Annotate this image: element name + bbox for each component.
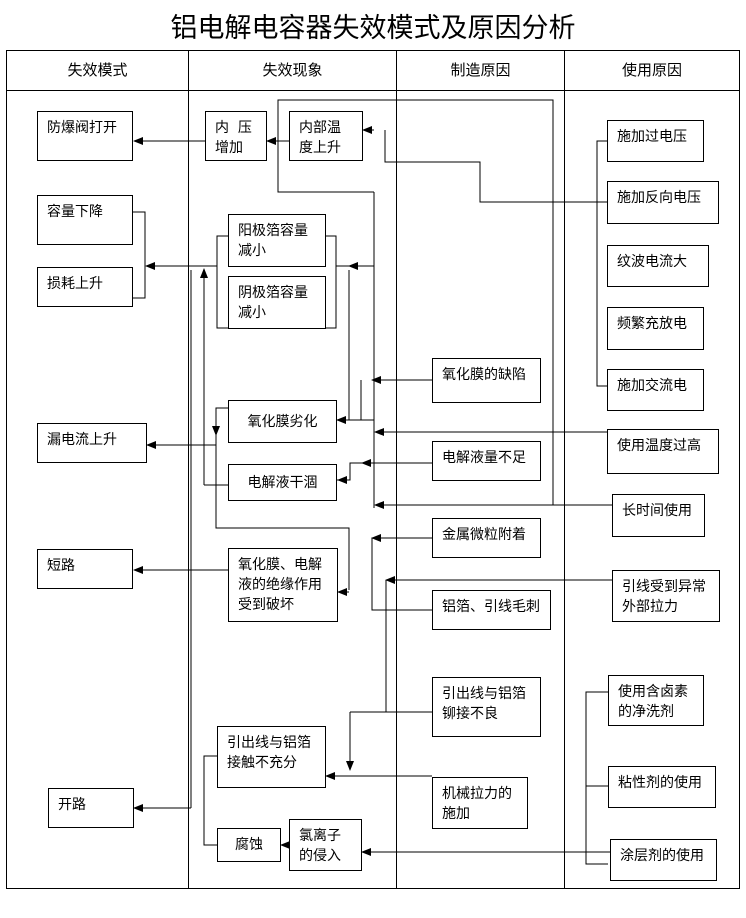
phenomenon-lead-contact: 引出线与铝箔 接触不充分 <box>217 726 326 788</box>
phenomenon-insulation-break: 氧化膜、电解 液的绝缘作用 受到破坏 <box>228 548 338 622</box>
usage-adhesive: 粘性剂的使用 <box>608 766 716 808</box>
header-manufacturing-cause: 制造原因 <box>450 61 511 79</box>
phenomenon-internal-pressure: 内 压 增加 <box>205 111 267 161</box>
mode-open-circuit: 开路 <box>48 788 134 828</box>
cause-poor-riveting: 引出线与铝箔 铆接不良 <box>432 677 541 737</box>
usage-ac-voltage: 施加交流电 <box>607 369 704 411</box>
phenomenon-internal-temperature: 内部温 度上升 <box>289 111 363 161</box>
cause-mechanical-tension: 机械拉力的 施加 <box>432 777 528 829</box>
usage-ripple-current: 纹波电流大 <box>607 245 709 287</box>
mode-explosion-valve: 防爆阀打开 <box>37 111 133 161</box>
cause-foil-burr: 铝箔、引线毛刺 <box>432 590 551 630</box>
header-failure-mode: 失效模式 <box>67 61 128 79</box>
phenomenon-anode-foil: 阳极箔容量 减小 <box>228 214 326 267</box>
phenomenon-electrolyte-dry: 电解液干涸 <box>228 464 337 501</box>
phenomenon-oxide-degrade: 氧化膜劣化 <box>228 400 337 443</box>
usage-over-voltage: 施加过电压 <box>607 120 704 162</box>
usage-frequent-charge: 频繁充放电 <box>607 307 704 350</box>
usage-reverse-voltage: 施加反向电压 <box>607 181 719 224</box>
cause-electrolyte-short: 电解液量不足 <box>432 441 541 481</box>
mode-leakage-rise: 漏电流上升 <box>37 423 147 463</box>
header-usage-cause: 使用原因 <box>621 61 682 79</box>
mode-loss-rise: 损耗上升 <box>37 267 133 307</box>
usage-high-temperature: 使用温度过高 <box>607 429 719 474</box>
usage-lead-external-force: 引线受到异常 外部拉力 <box>612 570 720 622</box>
header-failure-phenomenon: 失效现象 <box>262 61 323 79</box>
mode-capacity-drop: 容量下降 <box>37 195 133 245</box>
mode-short-circuit: 短路 <box>37 549 133 589</box>
cause-metal-particles: 金属微粒附着 <box>432 518 541 558</box>
page-title: 铝电解电容器失效模式及原因分析 <box>170 13 576 44</box>
usage-long-use: 长时间使用 <box>612 494 705 537</box>
phenomenon-cathode-foil: 阴极箔容量 减小 <box>228 276 326 329</box>
usage-coating: 涂层剂的使用 <box>610 839 717 881</box>
phenomenon-chlorine-ion: 氯离子 的侵入 <box>289 819 362 871</box>
cause-oxide-defect: 氧化膜的缺陷 <box>432 358 541 403</box>
phenomenon-corrosion: 腐蚀 <box>217 828 281 862</box>
usage-halogen-cleaner: 使用含卤素 的净洗剂 <box>608 675 704 726</box>
